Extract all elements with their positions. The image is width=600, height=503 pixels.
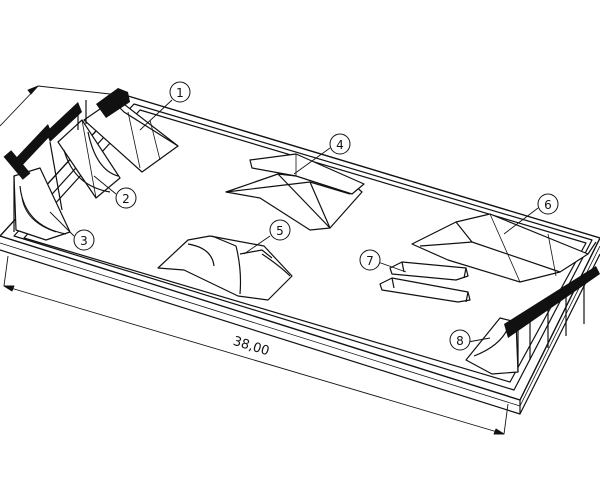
leader-lines [49, 99, 539, 343]
bank-ramp-1 [77, 88, 179, 173]
balloon-label: 8 [456, 334, 464, 348]
balloon-3: 3 [73, 229, 95, 251]
balloon-label: 2 [122, 192, 130, 206]
balloon-label: 5 [276, 224, 284, 238]
quarter-pipe-3 [3, 102, 82, 241]
balloon-7: 7 [359, 249, 381, 271]
balloon-4: 4 [329, 133, 351, 155]
balloon-5: 5 [269, 219, 291, 241]
launch-ramp-5 [157, 235, 293, 301]
balloon-label: 7 [366, 254, 374, 268]
balloon-6: 6 [537, 193, 559, 215]
dimension-text: 38,00 [231, 334, 271, 359]
ledges-7 [379, 261, 471, 303]
funbox-4 [225, 153, 365, 231]
quarter-pipe-2 [57, 119, 121, 199]
balloon-8: 8 [449, 329, 471, 351]
balloon-2: 2 [115, 187, 137, 209]
balloon-label: 4 [336, 138, 344, 152]
balloon-label: 1 [176, 86, 184, 100]
length-dimension [3, 255, 509, 435]
bank-ramp-6 [411, 213, 597, 283]
quarter-pipe-8 [465, 266, 600, 375]
balloon-1: 1 [169, 81, 191, 103]
balloon-label: 6 [544, 198, 552, 212]
balloon-label: 3 [80, 234, 88, 248]
